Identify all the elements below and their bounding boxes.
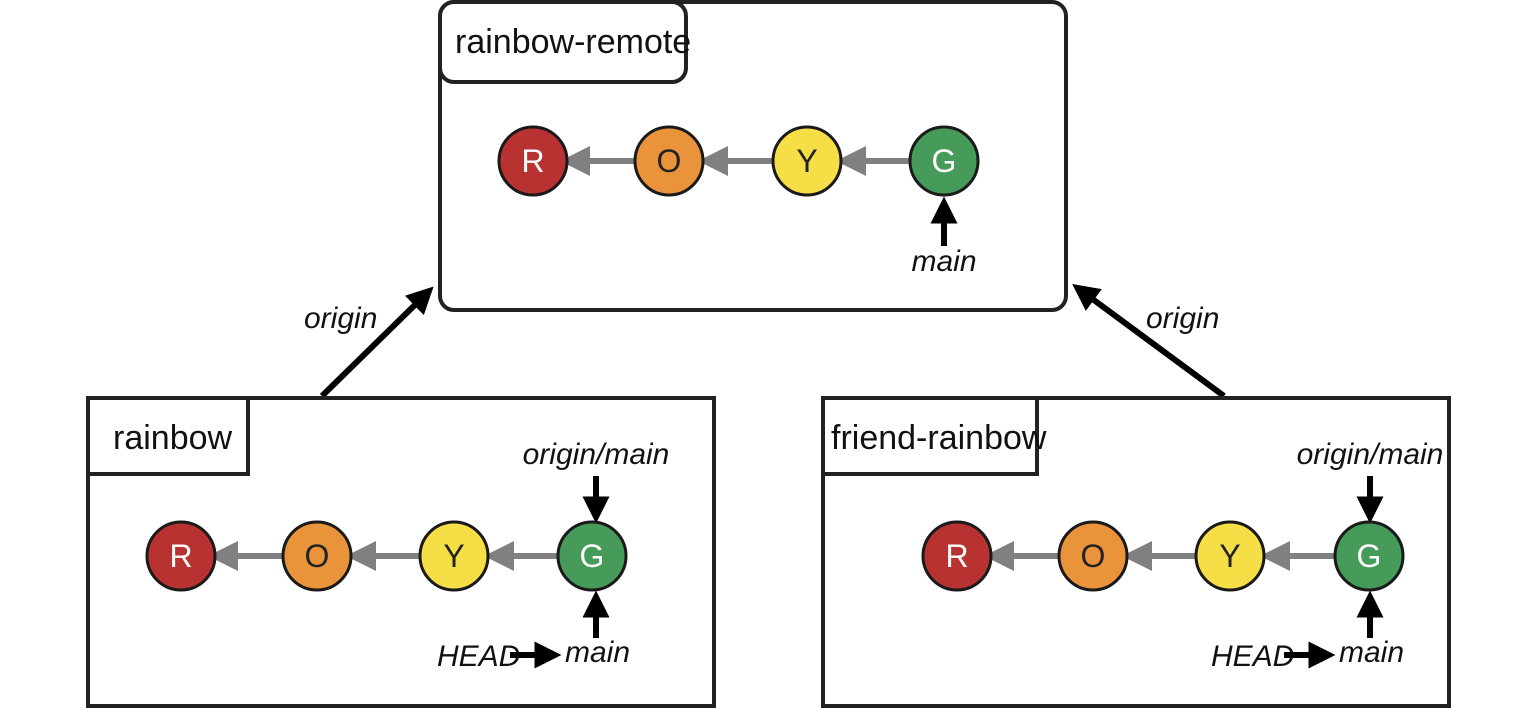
commit-label: G	[932, 143, 957, 179]
friend-commit-g: G	[1333, 520, 1405, 592]
local-commit-o: O	[281, 520, 353, 592]
local-commit-g: G	[556, 520, 628, 592]
friend-commit-y: Y	[1194, 520, 1266, 592]
remote-repo-tab	[438, 0, 688, 84]
commit-circle	[497, 125, 569, 197]
commit-label: O	[305, 538, 330, 574]
remote-main-label: main	[911, 245, 976, 278]
friend-repo: friend-rainbow origin/main R O Y G main …	[821, 396, 1451, 708]
commit-label: G	[1357, 538, 1382, 574]
origin-arrow-left	[319, 286, 434, 399]
remote-repo-title: rainbow-remote	[455, 23, 691, 61]
local-commit-r: R	[145, 520, 217, 592]
commit-circle	[633, 125, 705, 197]
origin-label-left: origin	[304, 302, 377, 335]
commit-label: R	[521, 143, 544, 179]
commit-circle	[145, 520, 217, 592]
commit-label: R	[945, 538, 968, 574]
friend-commit-r: R	[921, 520, 993, 592]
local-commit-y: Y	[418, 520, 490, 592]
origin-label-right: origin	[1146, 302, 1219, 335]
local-repo-tab	[86, 396, 250, 476]
commit-circle	[1194, 520, 1266, 592]
friend-origin-main-label: origin/main	[1297, 438, 1444, 471]
local-repo: rainbow origin/main R O Y G main HEAD	[86, 396, 716, 708]
commit-circle	[1333, 520, 1405, 592]
commit-circle	[281, 520, 353, 592]
remote-commit-g: G	[908, 125, 980, 197]
commit-circle	[921, 520, 993, 592]
friend-main-label: main	[1339, 636, 1404, 669]
friend-head-label: HEAD	[1211, 640, 1294, 673]
friend-repo-tab	[821, 396, 1039, 476]
local-repo-title: rainbow	[113, 419, 233, 457]
remote-commit-r: R	[497, 125, 569, 197]
friend-commit-o: O	[1057, 520, 1129, 592]
remote-commit-y: Y	[771, 125, 843, 197]
commit-label: R	[169, 538, 192, 574]
remote-commit-o: O	[633, 125, 705, 197]
remote-repo: rainbow-remote R O Y G main	[438, 0, 1068, 312]
commit-circle	[1057, 520, 1129, 592]
commit-circle	[771, 125, 843, 197]
commit-label: Y	[796, 143, 817, 179]
commit-label: Y	[443, 538, 464, 574]
commit-label: O	[657, 143, 682, 179]
local-head-label: HEAD	[437, 640, 520, 673]
commit-circle	[908, 125, 980, 197]
commit-label: O	[1081, 538, 1106, 574]
local-origin-main-label: origin/main	[523, 438, 670, 471]
friend-repo-title: friend-rainbow	[831, 419, 1047, 457]
commit-label: G	[580, 538, 605, 574]
commit-circle	[556, 520, 628, 592]
origin-arrow-right	[1072, 283, 1226, 399]
local-main-label: main	[565, 636, 630, 669]
commit-circle	[418, 520, 490, 592]
commit-label: Y	[1219, 538, 1240, 574]
